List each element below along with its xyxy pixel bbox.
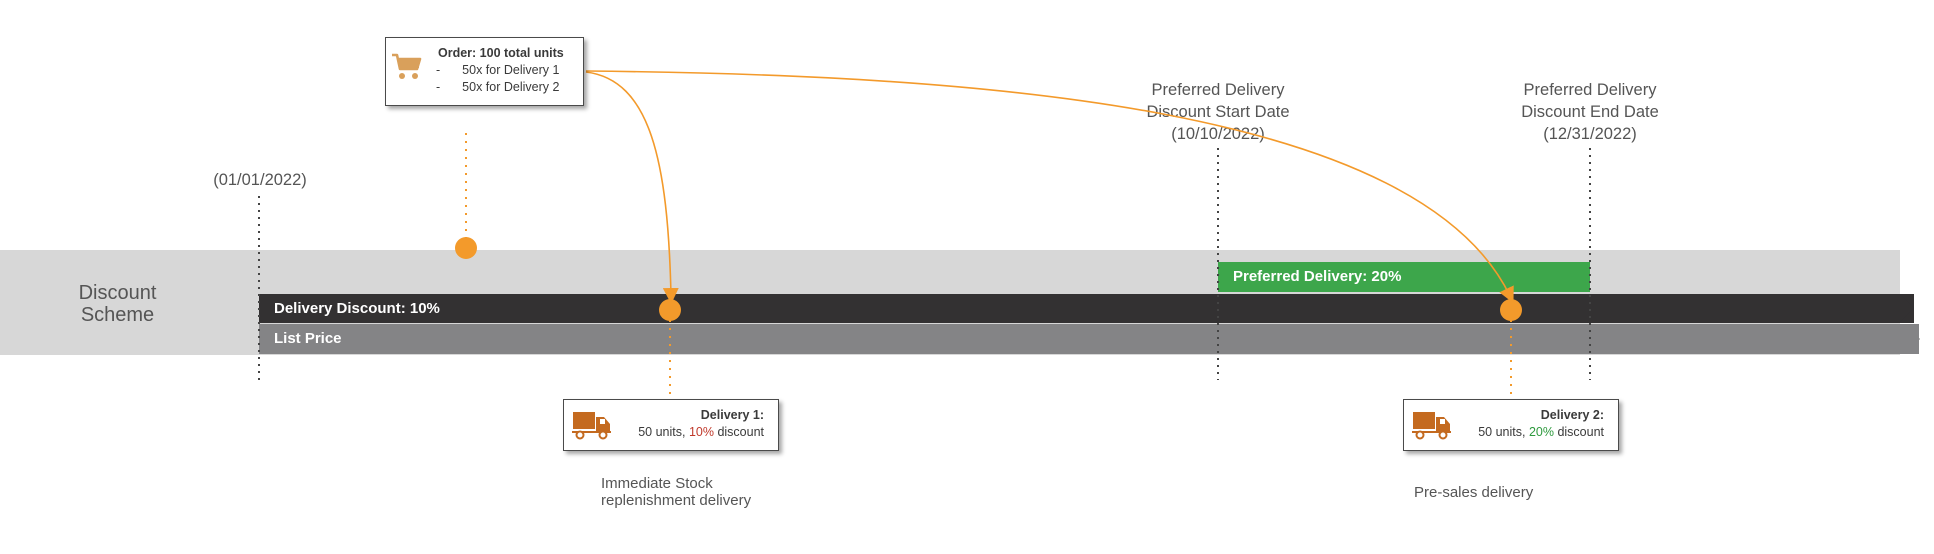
delivery-2-caption: Pre-sales delivery: [1414, 484, 1534, 501]
delivery-discount-label: Delivery Discount: 10%: [274, 300, 440, 317]
truck-icon: [1412, 412, 1451, 440]
delivery-2-title: Delivery 2:: [1540, 408, 1604, 422]
preferred-end-date-label: Preferred Delivery Discount End Date (12…: [1521, 81, 1659, 143]
delivery-1-timeline-dot: [659, 299, 681, 321]
list-price-label: List Price: [274, 330, 342, 347]
preferred-start-date-label: Preferred Delivery Discount Start Date (…: [1146, 81, 1290, 143]
truck-icon: [572, 412, 611, 440]
list-price-bar: [259, 324, 1919, 354]
order-card: Order: 100 total units -50x for Delivery…: [385, 37, 584, 106]
preferred-delivery-bar: [1218, 262, 1590, 292]
delivery-discount-arrow: [1900, 294, 1914, 322]
order-line-2: -50x for Delivery 2: [436, 80, 560, 94]
delivery-1-caption: Immediate Stock replenishment delivery: [601, 475, 752, 509]
delivery-discount-bar: [259, 294, 1914, 323]
arrow-to-delivery-2: [585, 70, 1514, 304]
discount-scheme-label: Discount Scheme: [78, 282, 157, 326]
list-price-arrow: [1906, 324, 1920, 354]
delivery-2-card: Delivery 2: 50 units, 20% discount: [1403, 399, 1619, 451]
delivery-2-discount: 20%: [1528, 425, 1554, 439]
delivery-1-title: Delivery 1:: [700, 408, 764, 422]
start-date-label: (01/01/2022): [213, 171, 307, 189]
delivery-2-timeline-dot: [1500, 299, 1522, 321]
shopping-cart-icon: [392, 53, 422, 79]
delivery-1-card: Delivery 1: 50 units, 10% discount: [563, 399, 779, 451]
delivery-1-discount: 10%: [688, 425, 714, 439]
order-line-1: -50x for Delivery 1: [436, 63, 560, 77]
delivery-2-details: 50 units, 20% discount: [1478, 425, 1604, 439]
delivery-1-details: 50 units, 10% discount: [638, 425, 764, 439]
order-timeline-dot: [455, 237, 477, 259]
arrow-to-delivery-1: [585, 71, 679, 304]
order-title: Order: 100 total units: [438, 46, 564, 60]
preferred-delivery-label: Preferred Delivery: 20%: [1233, 268, 1402, 285]
